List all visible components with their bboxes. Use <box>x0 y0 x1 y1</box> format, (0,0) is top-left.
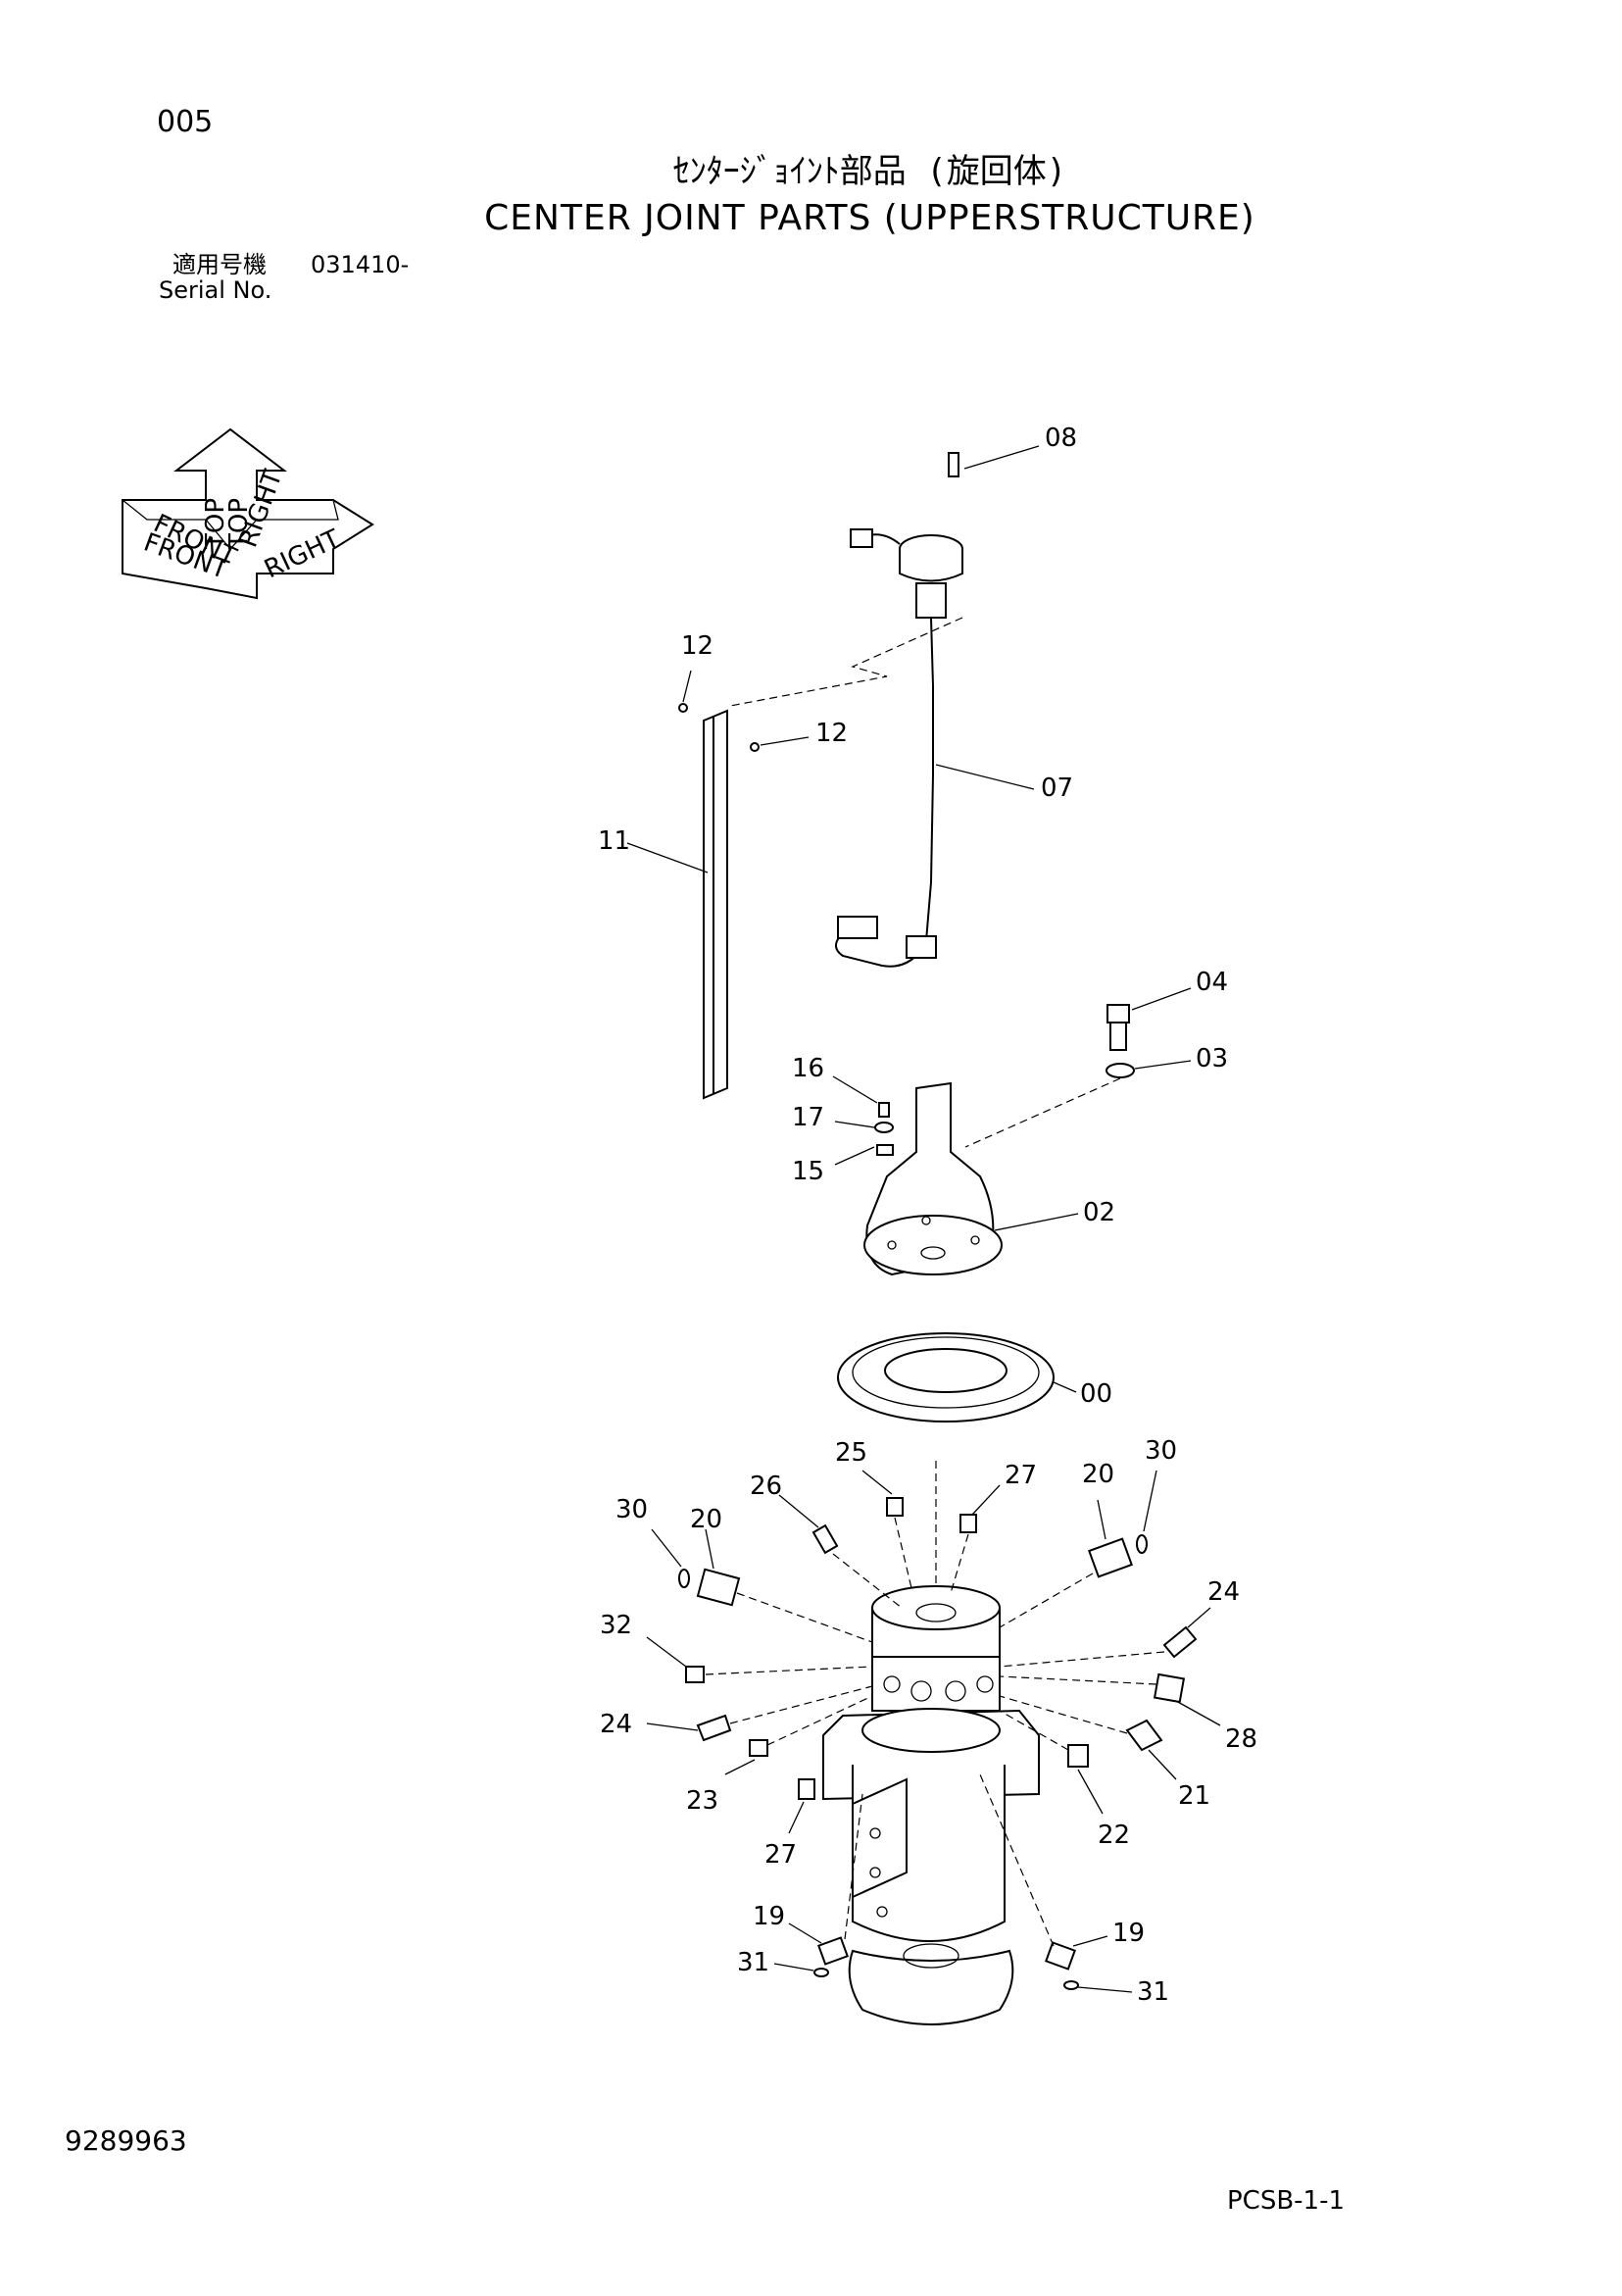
part-02-bracket-plate: 02 <box>863 1081 1115 1276</box>
callout-02: 02 <box>1083 1198 1115 1227</box>
callout-17: 17 <box>792 1103 824 1132</box>
callout-00: 00 <box>1080 1379 1112 1409</box>
part-07-sensor-harness: 07 <box>729 528 1073 968</box>
orientation-label-top-2: TOP <box>224 498 254 550</box>
callout-20a: 20 <box>1082 1460 1114 1489</box>
callout-11: 11 <box>598 826 630 856</box>
callout-23: 23 <box>686 1786 718 1816</box>
part-12-screws: 12 12 <box>678 631 848 752</box>
callout-24b: 24 <box>600 1710 632 1739</box>
serial-label-japanese: 適用号機 <box>172 251 267 278</box>
callout-08: 08 <box>1045 424 1077 453</box>
callout-19b: 19 <box>1112 1919 1145 1948</box>
part-04-bolt-03-washer: 04 03 <box>964 968 1228 1148</box>
callout-15: 15 <box>792 1157 824 1186</box>
callout-03: 03 <box>1196 1044 1228 1073</box>
callout-16: 16 <box>792 1054 824 1083</box>
serial-label-english: Serial No. <box>159 276 272 304</box>
callout-31a: 31 <box>737 1948 769 1977</box>
callout-20b: 20 <box>690 1505 722 1534</box>
part-16-17-15-fasteners: 16 17 15 <box>792 1054 894 1186</box>
callout-24a: 24 <box>1207 1577 1240 1607</box>
orientation-label-right-2: RIGHT <box>260 524 344 585</box>
callout-04: 04 <box>1196 968 1228 997</box>
callout-27a: 27 <box>1005 1461 1037 1490</box>
callout-30a: 30 <box>1145 1436 1177 1466</box>
orientation-icon: TOP FRONT RIGHT TOP FRONT RIGHT <box>122 427 374 600</box>
title-japanese: ｾﾝﾀｰｼﾞｮｲﾝﾄ部品 (旋回体) <box>672 152 1067 191</box>
callout-30b: 30 <box>615 1495 648 1524</box>
callout-32: 32 <box>600 1611 632 1640</box>
part-08-bolt: 08 <box>948 424 1077 477</box>
callout-27b: 27 <box>764 1840 797 1870</box>
part-11-channel-bar: 11 <box>598 709 728 1100</box>
sheet-code: PCSB-1-1 <box>1227 2186 1346 2216</box>
callout-12b: 12 <box>815 719 848 748</box>
callout-25: 25 <box>835 1438 867 1468</box>
serial-number-value: 031410- <box>311 251 410 278</box>
callout-19a: 19 <box>753 1902 785 1931</box>
callout-12a: 12 <box>681 631 713 661</box>
callout-07: 07 <box>1041 774 1073 803</box>
orientation-label-top: TOP <box>201 498 230 550</box>
fittings-group: 25 27 26 20 30 20 30 24 32 <box>600 1436 1257 2007</box>
center-joint-body <box>822 1461 1040 2025</box>
callout-31b: 31 <box>1137 1977 1169 2007</box>
callout-28: 28 <box>1225 1724 1257 1754</box>
document-number: 9289963 <box>65 2124 187 2157</box>
callout-21: 21 <box>1178 1781 1210 1811</box>
part-00-seal-ring: 00 <box>837 1332 1112 1423</box>
callout-22: 22 <box>1098 1821 1130 1850</box>
callout-26: 26 <box>750 1472 782 1501</box>
title-english: CENTER JOINT PARTS (UPPERSTRUCTURE) <box>484 198 1255 238</box>
page-number: 005 <box>157 105 214 139</box>
